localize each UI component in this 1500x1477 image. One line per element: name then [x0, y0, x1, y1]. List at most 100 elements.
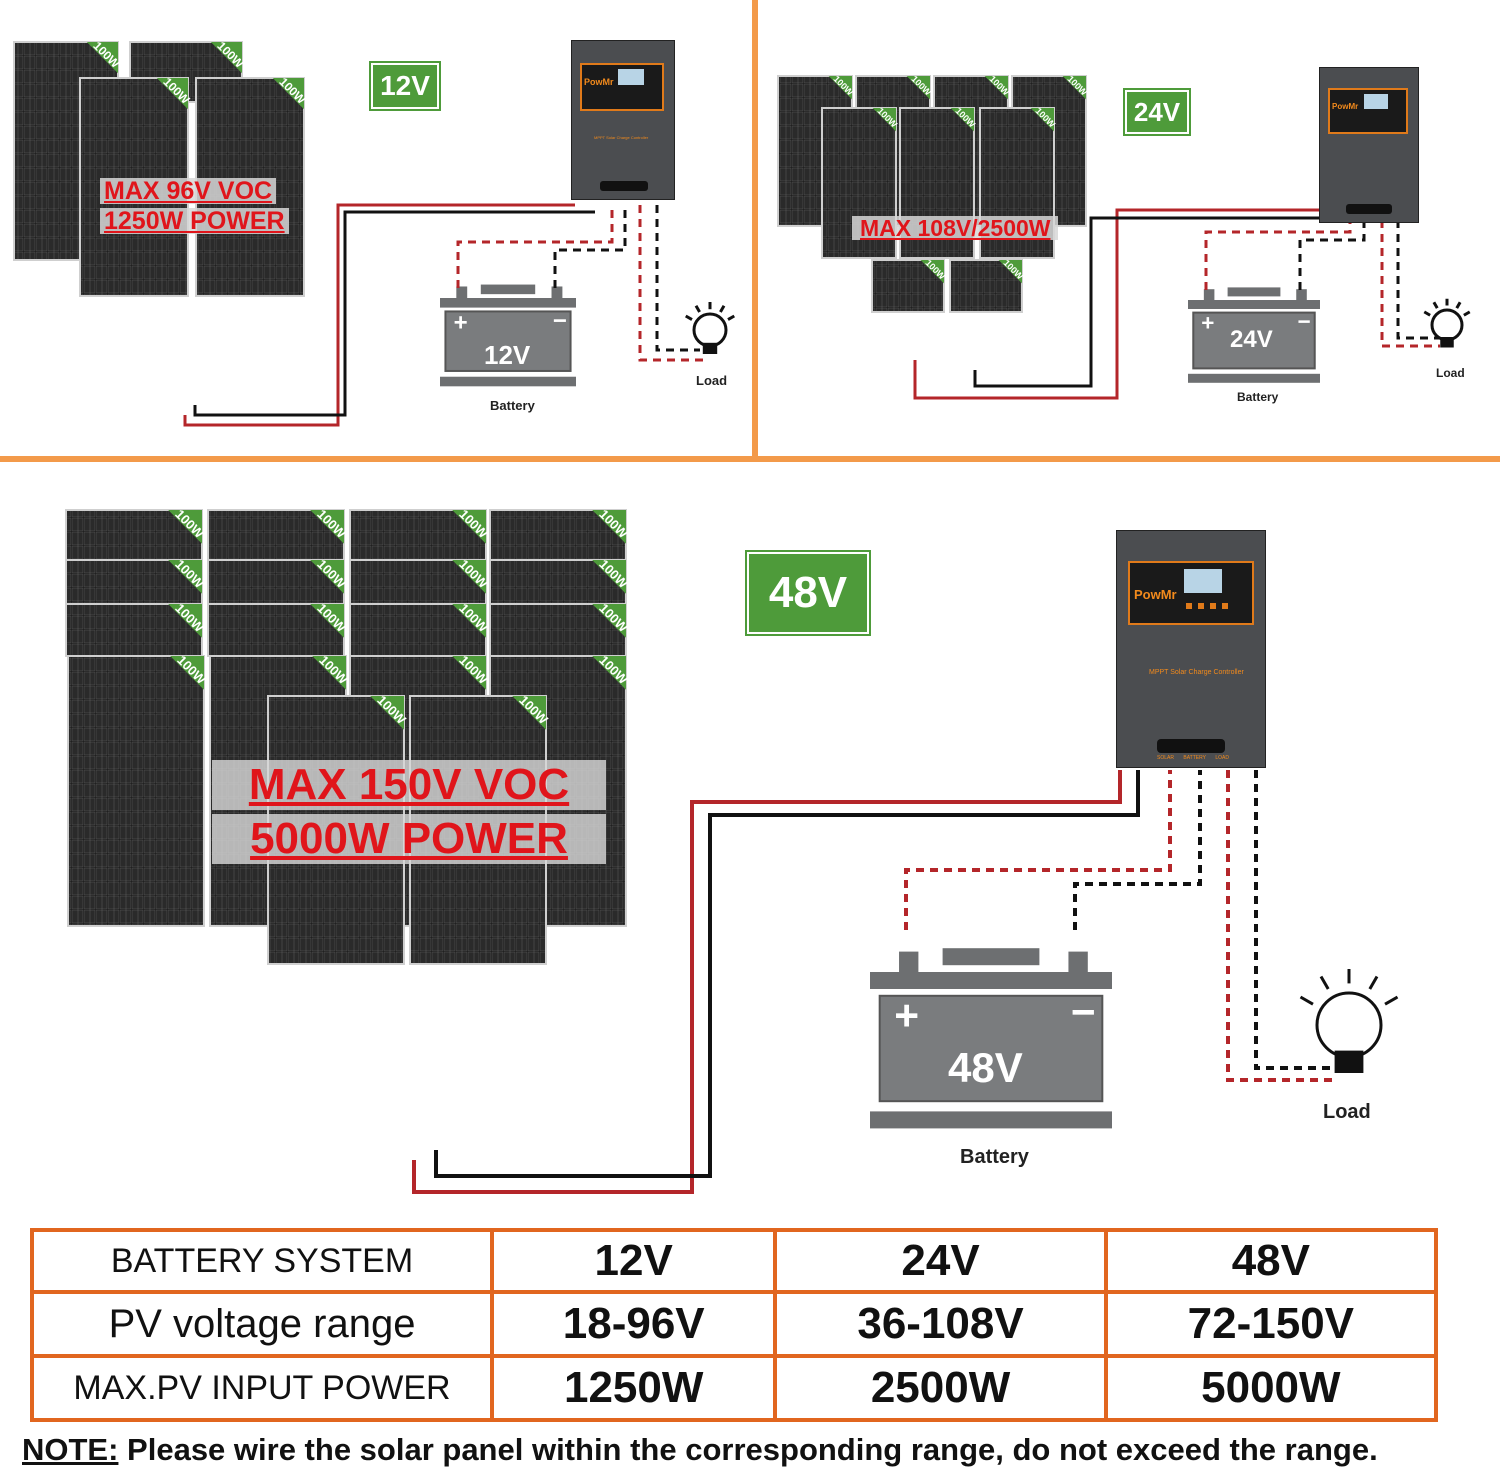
- lcd-screen-48v: [1184, 569, 1222, 593]
- row-label-battery-system: BATTERY SYSTEM: [30, 1228, 494, 1294]
- battery-minus-symbol: −: [1298, 309, 1311, 334]
- load-caption-12v: Load: [696, 373, 728, 388]
- solar-panel: 100W: [489, 506, 631, 563]
- controller-port-labels-48v: SOLAR BATTERY LOAD: [1157, 755, 1229, 761]
- wire: [1380, 220, 1440, 348]
- wire: [904, 770, 1172, 930]
- battery-minus-symbol: −: [553, 308, 567, 335]
- controller-brand-24v: PowMr: [1332, 102, 1359, 111]
- controller-terminals-48v: [1157, 739, 1225, 753]
- load-caption-48v: Load: [1323, 1101, 1371, 1123]
- controller-24v: PowMr: [1319, 67, 1419, 223]
- controller-brand-12v: PowMr: [584, 77, 614, 87]
- bulb-icon: [1299, 969, 1399, 1073]
- wire: [1396, 220, 1440, 340]
- wire: [655, 205, 700, 352]
- wire: [183, 203, 575, 427]
- max-label-24v: MAX 108V/2500W: [852, 216, 1059, 240]
- wire: [638, 205, 705, 362]
- row-label-max-pv-power: MAX.PV INPUT POWER: [30, 1354, 494, 1422]
- battery-label-12v: 12V: [484, 340, 531, 370]
- solar-panel: 100W: [65, 600, 207, 657]
- controller-buttons-48v: [1186, 603, 1234, 609]
- wire: [1073, 770, 1202, 930]
- badge-12v: 12V: [369, 61, 441, 111]
- battery-label-24v: 24V: [1230, 326, 1273, 353]
- controller-display-24v: PowMr: [1328, 88, 1408, 134]
- cell-power-24v: 2500W: [773, 1354, 1108, 1422]
- controller-12v: PowMr MPPT Solar Charge Controller: [571, 40, 675, 200]
- badge-24v: 24V: [1123, 88, 1191, 136]
- note-text: NOTE: Please wire the solar panel within…: [22, 1432, 1378, 1468]
- port-solar: SOLAR: [1157, 755, 1174, 761]
- wire: [1254, 770, 1332, 1070]
- battery-caption-24v: Battery: [1237, 390, 1279, 404]
- port-battery: BATTERY: [1183, 755, 1206, 761]
- battery-caption-12v: Battery: [490, 398, 535, 413]
- controller-brand-48v: PowMr: [1134, 587, 1177, 602]
- battery-plus-symbol: +: [454, 310, 468, 337]
- lcd-screen-12v: [618, 69, 644, 85]
- wire: [1204, 220, 1352, 290]
- battery-icon: +−: [1188, 287, 1320, 383]
- controller-terminals-24v: [1346, 204, 1392, 214]
- controller-48v: PowMr MPPT Solar Charge Controller SOLAR…: [1116, 530, 1266, 768]
- wire: [1226, 770, 1332, 1082]
- battery-label-48v: 48V: [948, 1044, 1023, 1091]
- cell-power-48v: 5000W: [1103, 1354, 1439, 1422]
- solar-panel: 100W: [207, 600, 349, 657]
- max-label-12v-line1: MAX 96V VOC: [100, 178, 277, 204]
- controller-display-12v: PowMr: [580, 63, 664, 111]
- solar-panel: 100W: [349, 556, 491, 607]
- wire: [434, 770, 1140, 1178]
- load-caption-24v: Load: [1436, 366, 1465, 380]
- wire: [913, 208, 1322, 400]
- max-label-48v-line1: MAX 150V VOC: [212, 760, 606, 811]
- wire: [193, 210, 595, 417]
- battery-plus-symbol: +: [894, 993, 919, 1040]
- solar-panel: 100W: [871, 258, 948, 313]
- wire: [456, 205, 614, 288]
- solar-panel: 100W: [349, 600, 491, 657]
- max-label-48v-line2: 5000W POWER: [212, 814, 606, 865]
- solar-panel: 100W: [207, 506, 349, 563]
- row-label-pv-voltage: PV voltage range: [30, 1290, 494, 1358]
- solar-panel: 100W: [489, 600, 631, 657]
- solar-panel: 100W: [67, 652, 209, 927]
- table-row: MAX.PV INPUT POWER 1250W 2500W 5000W: [30, 1354, 1439, 1422]
- port-load: LOAD: [1215, 755, 1229, 761]
- badge-48v: 48V: [745, 550, 871, 636]
- battery-plus-symbol: +: [1201, 311, 1214, 336]
- bulb-icon: [685, 302, 735, 354]
- note-body: Please wire the solar panel within the c…: [118, 1432, 1378, 1467]
- divider-horizontal: [0, 456, 1500, 462]
- solar-panel: 100W: [949, 258, 1026, 313]
- max-label-12v-line2: 1250W POWER: [100, 208, 289, 234]
- controller-display-48v: PowMr: [1128, 561, 1254, 625]
- battery-minus-symbol: −: [1071, 989, 1096, 1036]
- table-row: BATTERY SYSTEM 12V 24V 48V: [30, 1228, 1439, 1294]
- controller-terminals-12v: [600, 181, 648, 191]
- battery-caption-48v: Battery: [960, 1146, 1029, 1168]
- solar-panel: 100W: [489, 556, 631, 607]
- wire: [553, 205, 627, 288]
- cell-48v: 48V: [1103, 1228, 1439, 1294]
- solar-panel: 100W: [207, 556, 349, 607]
- spec-table: BATTERY SYSTEM 12V 24V 48V PV voltage ra…: [30, 1228, 1439, 1422]
- solar-panel: 100W: [65, 506, 207, 563]
- cell-24v: 24V: [773, 1228, 1108, 1294]
- divider-vertical: [752, 0, 758, 462]
- wire: [412, 770, 1122, 1194]
- note-prefix: NOTE:: [22, 1432, 119, 1467]
- cell-pv-48v: 72-150V: [1103, 1290, 1439, 1358]
- solar-panel: 100W: [349, 506, 491, 563]
- solar-panel: 100W: [65, 556, 207, 607]
- wire: [973, 216, 1330, 388]
- battery-icon: +−: [440, 284, 576, 387]
- cell-12v: 12V: [489, 1228, 778, 1294]
- lcd-screen-24v: [1364, 94, 1388, 109]
- table-row: PV voltage range 18-96V 36-108V 72-150V: [30, 1290, 1439, 1358]
- controller-model-12v: MPPT Solar Charge Controller: [594, 135, 649, 140]
- battery-icon: +−: [870, 948, 1112, 1129]
- cell-pv-24v: 36-108V: [773, 1290, 1108, 1358]
